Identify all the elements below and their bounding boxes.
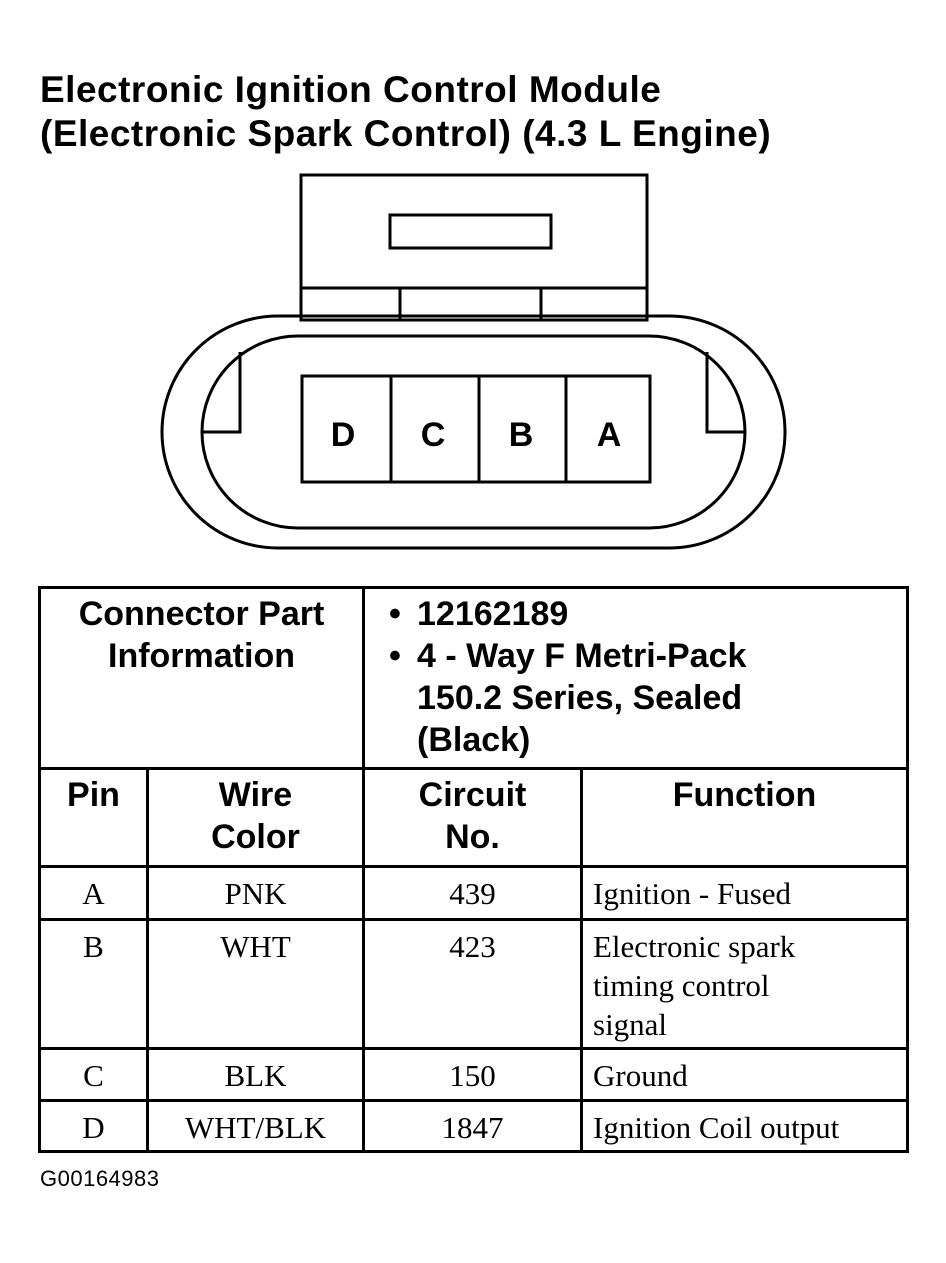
row-function-line: signal xyxy=(593,1007,668,1042)
table-row: C BLK 150 Ground xyxy=(38,1047,909,1102)
pin-cavity-block xyxy=(300,374,652,484)
row-function: Ignition - Fused xyxy=(580,865,909,921)
table-row: D WHT/BLK 1847 Ignition Coil output xyxy=(38,1099,909,1153)
diagram-title: Electronic Ignition Control Module (Elec… xyxy=(40,68,920,156)
pin-label-a: A xyxy=(597,416,622,454)
column-header-wire-line-2: Color xyxy=(211,818,300,856)
row-function: Electronic spark timing control signal xyxy=(580,918,909,1050)
connector-top-tab xyxy=(299,173,649,290)
column-header-wire-line-1: Wire xyxy=(218,776,293,814)
column-header-function-text: Function xyxy=(672,776,817,814)
part-description-line-3: (Black) xyxy=(417,721,531,759)
column-header-wire-color: Wire Color xyxy=(146,767,365,868)
row-function: Ground xyxy=(580,1047,909,1102)
connector-latch-slot xyxy=(388,213,553,250)
connector-left-key xyxy=(202,352,242,434)
pinout-table: Connector Part Information 12162189 4 - … xyxy=(38,586,909,1153)
part-info-label: Connector Part Information xyxy=(38,586,365,770)
column-header-circuit-line-2: No. xyxy=(445,818,500,856)
figure-id: G00164983 xyxy=(40,1166,160,1191)
row-pin: D xyxy=(38,1099,149,1153)
column-header-circuit-line-1: Circuit xyxy=(418,776,527,814)
table-row: B WHT 423 Electronic spark timing contro… xyxy=(38,918,909,1050)
column-header-pin: Pin xyxy=(38,767,149,868)
pin-label-b: B xyxy=(509,416,534,454)
part-description-line-2: 150.2 Series, Sealed xyxy=(417,679,743,717)
column-header-pin-text: Pin xyxy=(67,776,120,814)
connector-right-key xyxy=(705,352,745,434)
row-circuit-no: 1847 xyxy=(362,1099,583,1153)
title-line-2: (Electronic Spark Control) (4.3 L Engine… xyxy=(40,113,772,154)
row-pin: A xyxy=(38,865,149,921)
part-info-details: 12162189 4 - Way F Metri-Pack 150.2 Seri… xyxy=(362,586,909,770)
part-info-label-line-2: Information xyxy=(108,637,295,675)
column-header-function: Function xyxy=(580,767,909,868)
connector-face-drawing: D C B A xyxy=(160,173,787,550)
row-function-line: Electronic spark xyxy=(593,929,796,964)
row-function: Ignition Coil output xyxy=(580,1099,909,1153)
row-function-line: Ground xyxy=(593,1058,688,1093)
part-number: 12162189 xyxy=(389,593,896,635)
connector-outer-shell xyxy=(160,314,787,550)
row-function-line: Ignition Coil output xyxy=(593,1110,840,1145)
connector-latch-base xyxy=(299,286,649,322)
part-info-label-line-1: Connector Part xyxy=(78,595,325,633)
row-wire-color: WHT xyxy=(146,918,365,1050)
table-row: A PNK 439 Ignition - Fused xyxy=(38,865,909,921)
pin-label-d: D xyxy=(331,416,356,454)
row-pin: B xyxy=(38,918,149,1050)
row-wire-color: WHT/BLK xyxy=(146,1099,365,1153)
title-line-1: Electronic Ignition Control Module xyxy=(40,69,662,110)
connector-inner-shell xyxy=(200,334,747,530)
part-description-line-1: 4 - Way F Metri-Pack xyxy=(389,635,896,677)
row-circuit-no: 423 xyxy=(362,918,583,1050)
part-info-row: Connector Part Information 12162189 4 - … xyxy=(38,586,909,770)
row-function-line: timing control xyxy=(593,968,770,1003)
column-header-row: Pin Wire Color Circuit No. Function xyxy=(38,767,909,868)
row-circuit-no: 439 xyxy=(362,865,583,921)
row-circuit-no: 150 xyxy=(362,1047,583,1102)
row-wire-color: BLK xyxy=(146,1047,365,1102)
row-wire-color: PNK xyxy=(146,865,365,921)
row-function-line: Ignition - Fused xyxy=(593,876,792,911)
pin-label-c: C xyxy=(421,416,446,454)
column-header-circuit-no: Circuit No. xyxy=(362,767,583,868)
row-pin: C xyxy=(38,1047,149,1102)
